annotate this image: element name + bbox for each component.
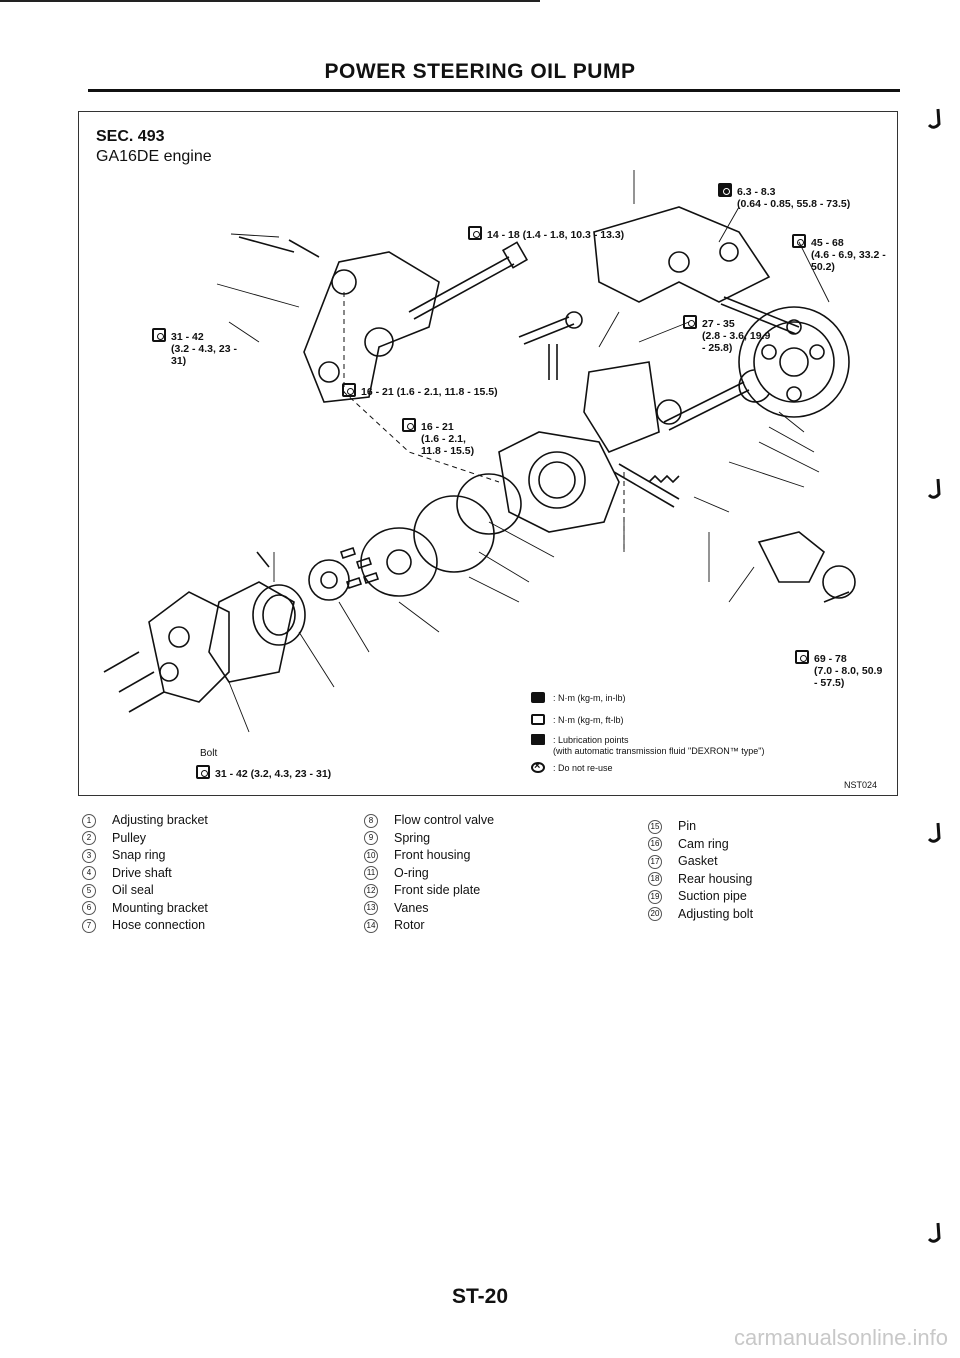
torque-spec-adjusting-bolt: 6.3 - 8.3 (0.64 - 0.85, 55.8 - 73.5) (718, 183, 850, 210)
torque-spec-suction-bolt: 16 - 21 (1.6 - 2.1, 11.8 - 15.5) (402, 418, 487, 457)
nm-kgm-inlb-icon (531, 692, 545, 703)
figure-code: NST024 (844, 780, 878, 790)
nm-kgm-ftlb-icon (683, 315, 697, 329)
legend-item-lubrication-note: (with automatic transmission fluid "DEXR… (553, 746, 765, 756)
margin-tick-icon (928, 1222, 941, 1243)
torque-spec-bracket-nut: 27 - 35 (2.8 - 3.6, 19.9 - 25.8) (683, 315, 773, 354)
nm-kgm-ftlb-icon (795, 650, 809, 664)
nm-kgm-ftlb-icon (196, 765, 210, 779)
exploded-view-frame (78, 111, 898, 796)
page-number: ST-20 (451, 1285, 509, 1308)
legend-item-inlb: : N·m (kg-m, in-lb) (531, 692, 626, 704)
legend-item-lubrication: : Lubrication points (531, 734, 629, 746)
exploded-view-diagram (103, 170, 856, 733)
do-not-reuse-icon (531, 761, 545, 773)
torque-spec-front-bolt: 16 - 21 (1.6 - 2.1, 11.8 - 15.5) (342, 383, 498, 398)
legend-item-do-not-reuse: : Do not re-use (531, 761, 613, 774)
engine-label: GA16DE engine (96, 148, 212, 165)
nm-kgm-ftlb-icon (468, 226, 482, 240)
margin-tick-icon (928, 822, 941, 843)
nm-kgm-ftlb-icon (342, 383, 356, 397)
bolt-label: Bolt (200, 748, 218, 759)
section-label: SEC. 493 (96, 128, 165, 145)
margin-tick-icon (928, 478, 941, 499)
torque-spec-bracket-bolt: 14 - 18 (1.4 - 1.8, 10.3 - 13.3) (468, 226, 624, 241)
torque-spec-pulley-nut: 45 - 68 (4.6 - 6.9, 33.2 - 50.2) (792, 234, 894, 273)
nm-kgm-inlb-icon (718, 183, 732, 197)
torque-spec-hose-bolt: 69 - 78 (7.0 - 8.0, 50.9 - 57.5) (795, 650, 885, 689)
nm-kgm-ftlb-icon (531, 714, 545, 725)
torque-spec-mounting-bolt: 31 - 42 (3.2 - 4.3, 23 - 31) (152, 328, 242, 367)
torque-spec-rear-bolt: 31 - 42 (3.2, 4.3, 23 - 31) (196, 765, 331, 780)
legend-item-ftlb: : N·m (kg-m, ft-lb) (531, 714, 624, 726)
page-title: POWER STEERING OIL PUMP (324, 60, 636, 83)
top-border-line (0, 0, 540, 2)
front-housing (498, 431, 620, 533)
nm-kgm-ftlb-icon (402, 418, 416, 432)
title-rule (88, 89, 900, 92)
adjusting-bracket (593, 206, 771, 303)
nm-kgm-ftlb-icon (792, 234, 806, 248)
lubrication-icon (531, 734, 545, 745)
mounting-bracket (303, 251, 440, 403)
nm-kgm-ftlb-icon (152, 328, 166, 342)
pulley (738, 306, 850, 418)
margin-tick-icon (928, 108, 941, 129)
watermark: carmanualsonline.info (733, 1325, 948, 1350)
